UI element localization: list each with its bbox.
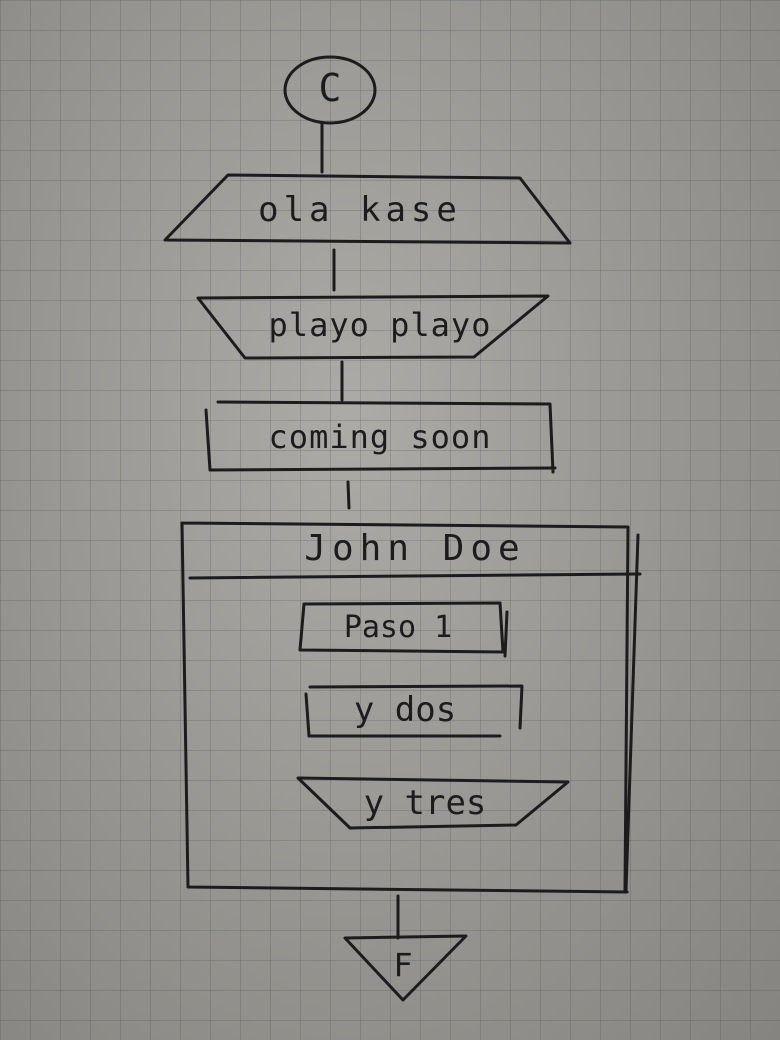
step-y-dos-shape (304, 684, 524, 738)
step-playo-playo-label: playo playo (268, 306, 492, 344)
step-y-tres-shape (296, 776, 570, 830)
step-y-dos-label: y dos (353, 690, 457, 730)
step-coming-soon-shape (204, 400, 557, 474)
block-header-label: John Doe (304, 528, 526, 569)
step-ola-kase-label: ola kase (258, 190, 462, 230)
block-header-divider (188, 572, 642, 580)
step-playo-playo-shape (196, 294, 550, 360)
step-ola-kase-shape (163, 173, 572, 245)
connector-s3-block (346, 480, 351, 510)
step-y-tres-label: y tres (363, 783, 487, 823)
end-terminal-label: F (393, 946, 413, 984)
start-terminal-shape (283, 55, 377, 125)
step-paso-1-label: Paso 1 (343, 610, 453, 645)
step-coming-soon-label: coming soon (268, 418, 492, 456)
step-paso-1-shape (298, 601, 509, 658)
start-terminal-label: C (318, 66, 342, 110)
end-terminal-shape (343, 934, 468, 1002)
block-container-shape (180, 521, 640, 894)
